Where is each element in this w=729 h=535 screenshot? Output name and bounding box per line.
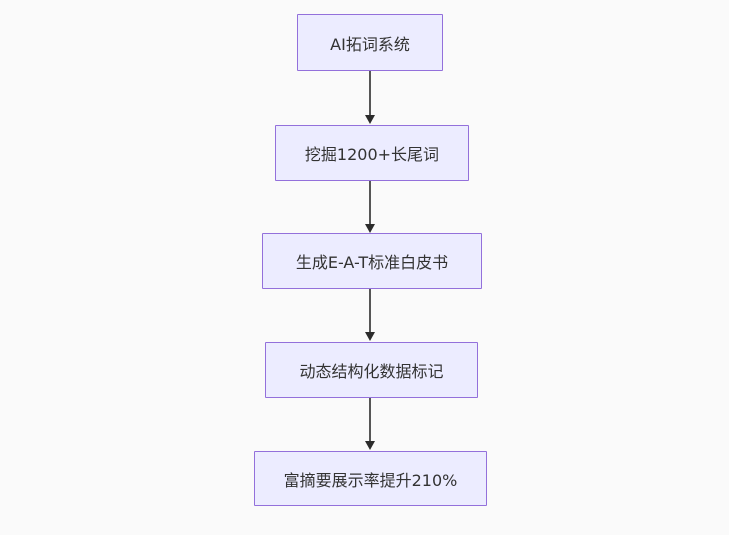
node-label: 动态结构化数据标记 bbox=[299, 362, 444, 381]
flow-arrow-1 bbox=[365, 71, 375, 124]
arrow-line bbox=[369, 398, 371, 441]
arrowhead-down-icon bbox=[365, 441, 375, 450]
flow-arrow-4 bbox=[365, 398, 375, 450]
flowchart-node-structured-data: 动态结构化数据标记 bbox=[265, 342, 478, 398]
arrowhead-down-icon bbox=[365, 332, 375, 341]
flowchart-node-ai-expansion: AI拓词系统 bbox=[297, 14, 443, 71]
flow-arrow-2 bbox=[365, 181, 375, 233]
flow-arrow-3 bbox=[365, 289, 375, 341]
flowchart-node-rich-snippet-result: 富摘要展示率提升210% bbox=[254, 451, 487, 506]
node-label: 生成E-A-T标准白皮书 bbox=[295, 253, 449, 272]
flowchart-node-longtail-mining: 挖掘1200+长尾词 bbox=[275, 125, 469, 181]
arrowhead-down-icon bbox=[365, 115, 375, 124]
node-label: AI拓词系统 bbox=[330, 34, 410, 54]
arrow-line bbox=[369, 181, 371, 224]
arrowhead-down-icon bbox=[365, 224, 375, 233]
flowchart-node-eat-whitepaper: 生成E-A-T标准白皮书 bbox=[262, 233, 482, 289]
arrow-line bbox=[369, 71, 371, 115]
arrow-line bbox=[369, 289, 371, 332]
node-label: 挖掘1200+长尾词 bbox=[304, 145, 440, 164]
node-label: 富摘要展示率提升210% bbox=[283, 470, 458, 490]
